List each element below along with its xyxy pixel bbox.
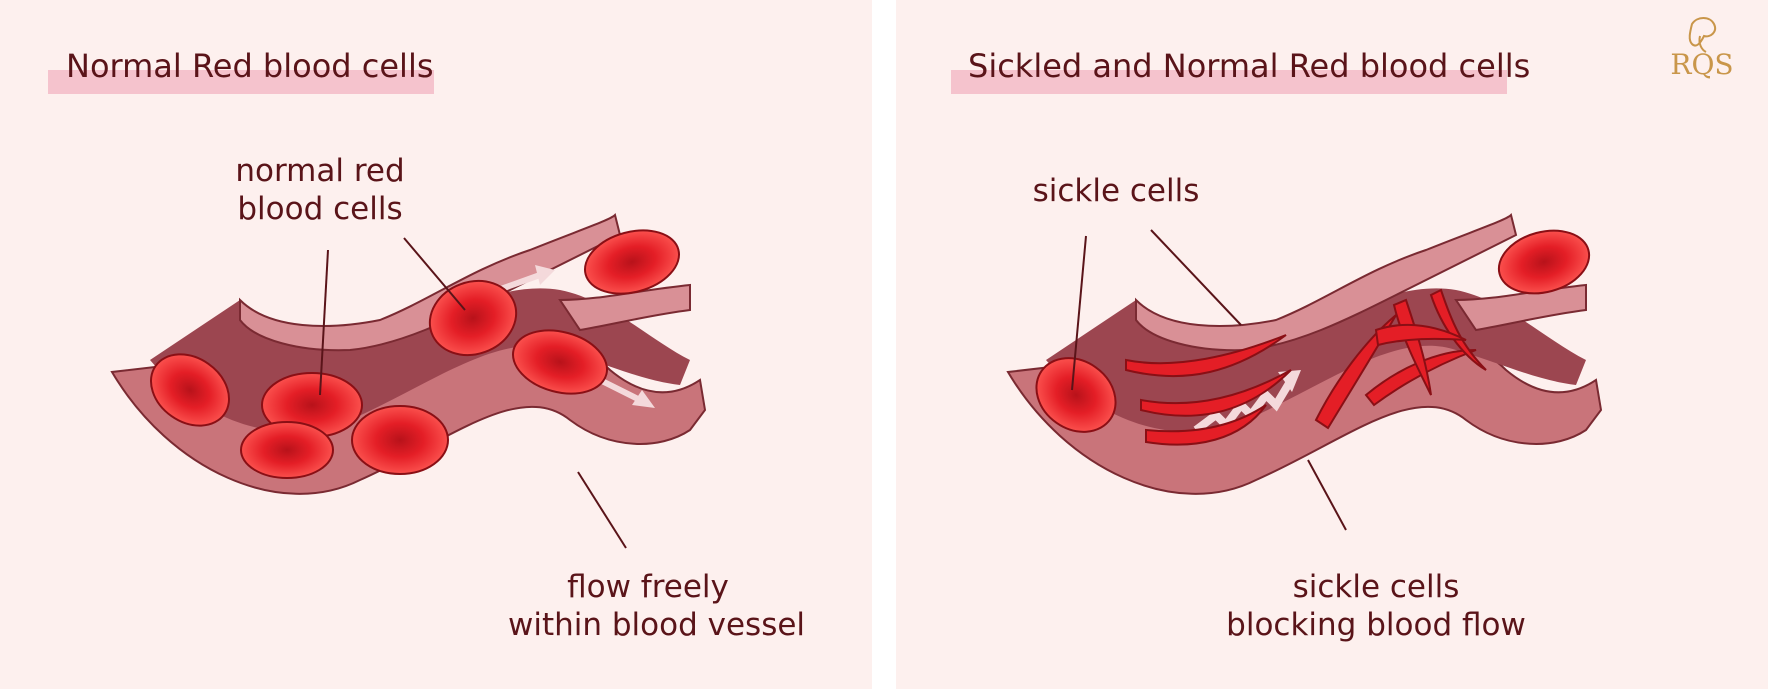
normal-cells-label: normal red blood cells xyxy=(235,153,405,227)
leader-line xyxy=(403,237,466,311)
sickle-cell xyxy=(1125,334,1287,378)
panel-title: Normal Red blood cells xyxy=(66,47,434,85)
sickle-cells-label: sickle cells xyxy=(1032,173,1200,209)
leader-line xyxy=(319,249,329,396)
leader-line xyxy=(1071,235,1087,391)
leader-line xyxy=(1150,229,1242,326)
vessel-fork xyxy=(1454,283,1587,332)
leader-line xyxy=(577,471,627,549)
red-blood-cell xyxy=(1497,229,1591,295)
title-highlight xyxy=(48,70,434,94)
flow-arrow-head xyxy=(535,265,555,285)
normal-cells-panel: Normal Red blood cells n xyxy=(0,0,872,689)
logo-text: RQS xyxy=(1670,48,1733,81)
rqs-logo: RQS xyxy=(1670,17,1734,81)
sickle-cell xyxy=(1145,404,1267,446)
blocked-flow-arrow xyxy=(1193,377,1295,434)
red-blood-cell xyxy=(351,405,449,475)
sickle-cell xyxy=(1140,369,1292,417)
sickle-cell xyxy=(1374,323,1467,347)
panel-title: Sickled and Normal Red blood cells xyxy=(968,47,1531,85)
flow-arrow-head xyxy=(632,390,655,408)
normal-vessel-illustration xyxy=(110,213,707,549)
leader-line xyxy=(1307,459,1347,531)
sickle-cells-panel: Sickled and Normal Red blood cells xyxy=(896,0,1768,689)
red-blood-cell xyxy=(511,329,609,395)
red-blood-cell xyxy=(583,229,681,295)
sickle-cell xyxy=(1364,349,1477,407)
red-blood-cell xyxy=(150,353,230,427)
vessel-fork xyxy=(558,283,691,332)
title-highlight xyxy=(951,70,1507,94)
red-blood-cell xyxy=(1035,357,1117,433)
blocking-flow-label: sickle cells blocking blood flow xyxy=(1226,569,1526,643)
red-blood-cell xyxy=(240,421,334,479)
lion-crest-icon xyxy=(1688,17,1716,53)
red-blood-cell xyxy=(428,279,518,357)
flow-freely-label: flow freely within blood vessel xyxy=(508,569,806,643)
sickle-cell xyxy=(1429,288,1487,371)
sickle-vessel-illustration xyxy=(1006,213,1603,531)
